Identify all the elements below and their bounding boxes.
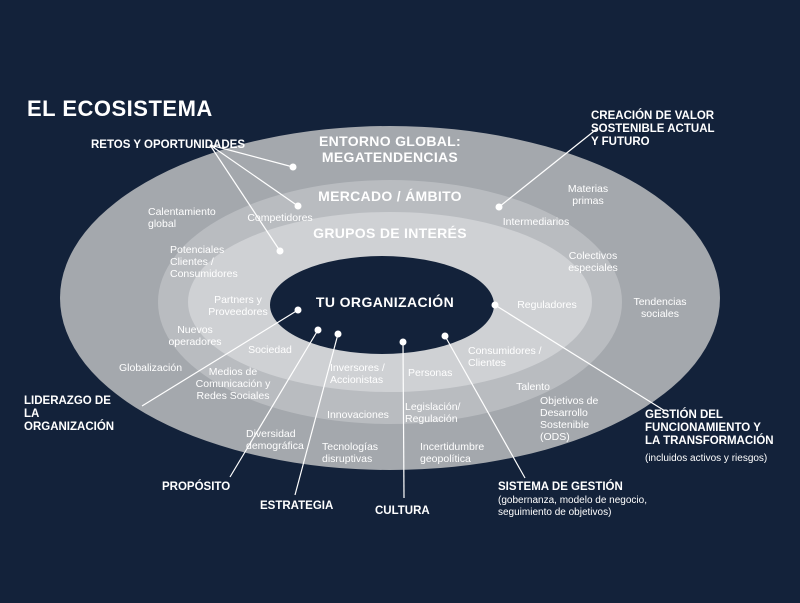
dot-estrategia bbox=[334, 330, 342, 338]
line-retos-1 bbox=[209, 144, 294, 168]
item-calentamiento: Calentamiento global bbox=[148, 206, 216, 231]
item-tecnologias: Tecnologías disruptivas bbox=[322, 441, 379, 466]
line-proposito bbox=[229, 329, 319, 478]
item-competidores: Competidores bbox=[247, 212, 313, 224]
line-cultura bbox=[402, 341, 405, 499]
item-tendencias: Tendencias sociales bbox=[633, 296, 687, 321]
dot-retos-2 bbox=[294, 202, 302, 210]
line-estrategia bbox=[294, 333, 339, 496]
line-sistema bbox=[444, 335, 526, 479]
item-inversores: Inversores / Accionistas bbox=[330, 362, 385, 387]
line-retos-3 bbox=[209, 144, 281, 252]
callout-estrategia: ESTRATEGIA bbox=[260, 500, 334, 512]
ring-title-market: MERCADO / ÁMBITO bbox=[318, 188, 462, 204]
line-creacion bbox=[498, 127, 599, 208]
callout-liderazgo: LIDERAZGO DE LA ORGANIZACIÓN bbox=[24, 395, 115, 434]
callout-lines bbox=[141, 127, 666, 499]
item-incertidumbre: Incertidumbre geopolítica bbox=[420, 441, 485, 466]
dot-cultura bbox=[399, 338, 407, 346]
item-partners: Partners y Proveedores bbox=[208, 294, 268, 319]
page-title: EL ECOSISTEMA bbox=[27, 96, 213, 121]
dot-proposito bbox=[314, 326, 322, 334]
callout-dots bbox=[276, 163, 503, 346]
core-organization bbox=[270, 256, 494, 354]
item-nuevos: Nuevos operadores bbox=[168, 324, 222, 349]
callout-gestion-sub: (incluidos activos y riesgos) bbox=[645, 453, 768, 464]
ring-title-core: TU ORGANIZACIÓN bbox=[315, 294, 455, 310]
item-legislacion: Legislación/ Regulación bbox=[405, 401, 461, 426]
callout-proposito: PROPÓSITO bbox=[162, 481, 231, 493]
callout-cultura: CULTURA bbox=[375, 505, 430, 517]
item-materias: Materias primas bbox=[567, 183, 609, 208]
item-medios: Medios de Comunicación y Redes Sociales bbox=[195, 366, 271, 403]
callout-sistema-sub: (gobernanza, modelo de negocio, seguimie… bbox=[498, 495, 647, 518]
dot-sistema bbox=[441, 332, 449, 340]
item-diversidad: Diversidad demográfica bbox=[246, 428, 304, 453]
callout-creacion: CREACIÓN DE VALOR SOSTENIBLE ACTUAL Y FU… bbox=[591, 110, 715, 149]
dot-retos-1 bbox=[289, 163, 297, 171]
dot-gestion bbox=[491, 301, 499, 309]
item-personas: Personas bbox=[408, 367, 453, 379]
dot-creacion bbox=[495, 203, 503, 211]
ring-title-global: ENTORNO GLOBAL: MEGATENDENCIAS bbox=[319, 133, 461, 166]
item-colectivos: Colectivos especiales bbox=[568, 250, 618, 275]
line-gestion bbox=[494, 304, 666, 412]
item-reguladores: Reguladores bbox=[517, 299, 577, 311]
callout-gestion: GESTIÓN DEL FUNCIONAMIENTO Y LA TRANSFOR… bbox=[645, 409, 774, 448]
dot-liderazgo bbox=[294, 306, 302, 314]
item-talento: Talento bbox=[516, 381, 550, 393]
item-potenciales: Potenciales Clientes / Consumidores bbox=[170, 244, 238, 281]
item-intermediarios: Intermediarios bbox=[502, 216, 570, 228]
item-globalizacion: Globalización bbox=[119, 362, 183, 374]
ring-title-stakeholders: GRUPOS DE INTERÉS bbox=[313, 225, 467, 241]
dot-retos-3 bbox=[276, 247, 284, 255]
item-innovaciones: Innovaciones bbox=[327, 409, 389, 421]
item-consumidores: Consumidores / Clientes bbox=[468, 345, 542, 370]
line-retos-2 bbox=[209, 144, 299, 207]
item-sociedad: Sociedad bbox=[248, 344, 292, 356]
callout-retos: RETOS Y OPORTUNIDADES bbox=[91, 139, 246, 151]
item-objetivos: Objetivos de Desarrollo Sostenible (ODS) bbox=[540, 395, 599, 444]
callout-sistema: SISTEMA DE GESTIÓN bbox=[498, 481, 623, 493]
line-liderazgo bbox=[141, 309, 299, 407]
